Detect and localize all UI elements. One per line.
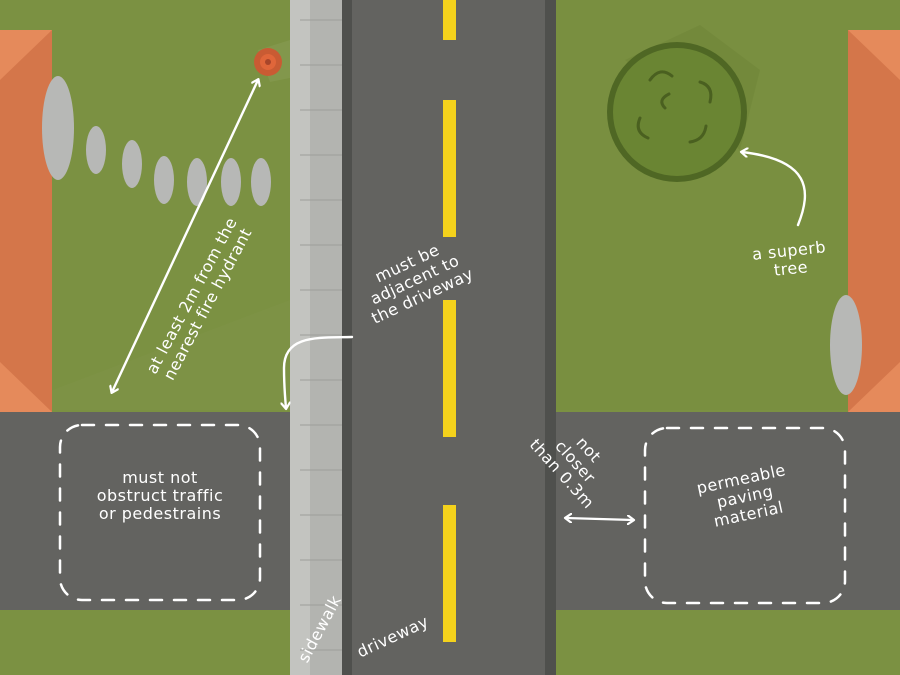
obstruct-zone-outline bbox=[58, 423, 262, 602]
adjacent-driveway-arrow bbox=[284, 335, 354, 408]
obstruct-line-1: must not bbox=[122, 468, 198, 487]
stepping-stone-icon bbox=[187, 158, 207, 206]
stepping-stone-icon bbox=[86, 126, 106, 174]
stepping-stone-icon bbox=[830, 295, 862, 395]
stepping-stone-icon bbox=[251, 158, 271, 206]
lane-dash bbox=[443, 0, 456, 40]
lane-dash bbox=[443, 100, 456, 237]
left-driveway bbox=[0, 412, 292, 610]
stepping-stone-icon bbox=[42, 76, 74, 180]
hydrant-distance-arrow bbox=[112, 80, 258, 392]
lane-dash bbox=[443, 300, 456, 437]
left-lower-lawn bbox=[0, 610, 290, 675]
superb-tree-arrow bbox=[742, 152, 807, 227]
obstruct-label: must not obstruct traffic or pedestrains bbox=[75, 469, 245, 523]
obstruct-line-3: or pedestrains bbox=[98, 504, 222, 523]
permeable-zone-outline bbox=[643, 426, 847, 605]
road-edge-right bbox=[545, 0, 556, 675]
right-driveway bbox=[548, 412, 900, 610]
tree-canopy-icon bbox=[607, 25, 760, 182]
stepping-stone-icon bbox=[221, 158, 241, 206]
lane-dash bbox=[443, 505, 456, 642]
stepping-stone-icon bbox=[154, 156, 174, 204]
fire-hydrant-icon bbox=[254, 40, 290, 82]
right-lower-lawn bbox=[556, 610, 900, 675]
clearance-arrow bbox=[566, 518, 633, 520]
obstruct-line-2: obstruct traffic bbox=[96, 486, 224, 505]
center-line bbox=[443, 0, 456, 642]
stepping-stone-icon bbox=[122, 140, 142, 188]
left-house bbox=[0, 30, 52, 412]
